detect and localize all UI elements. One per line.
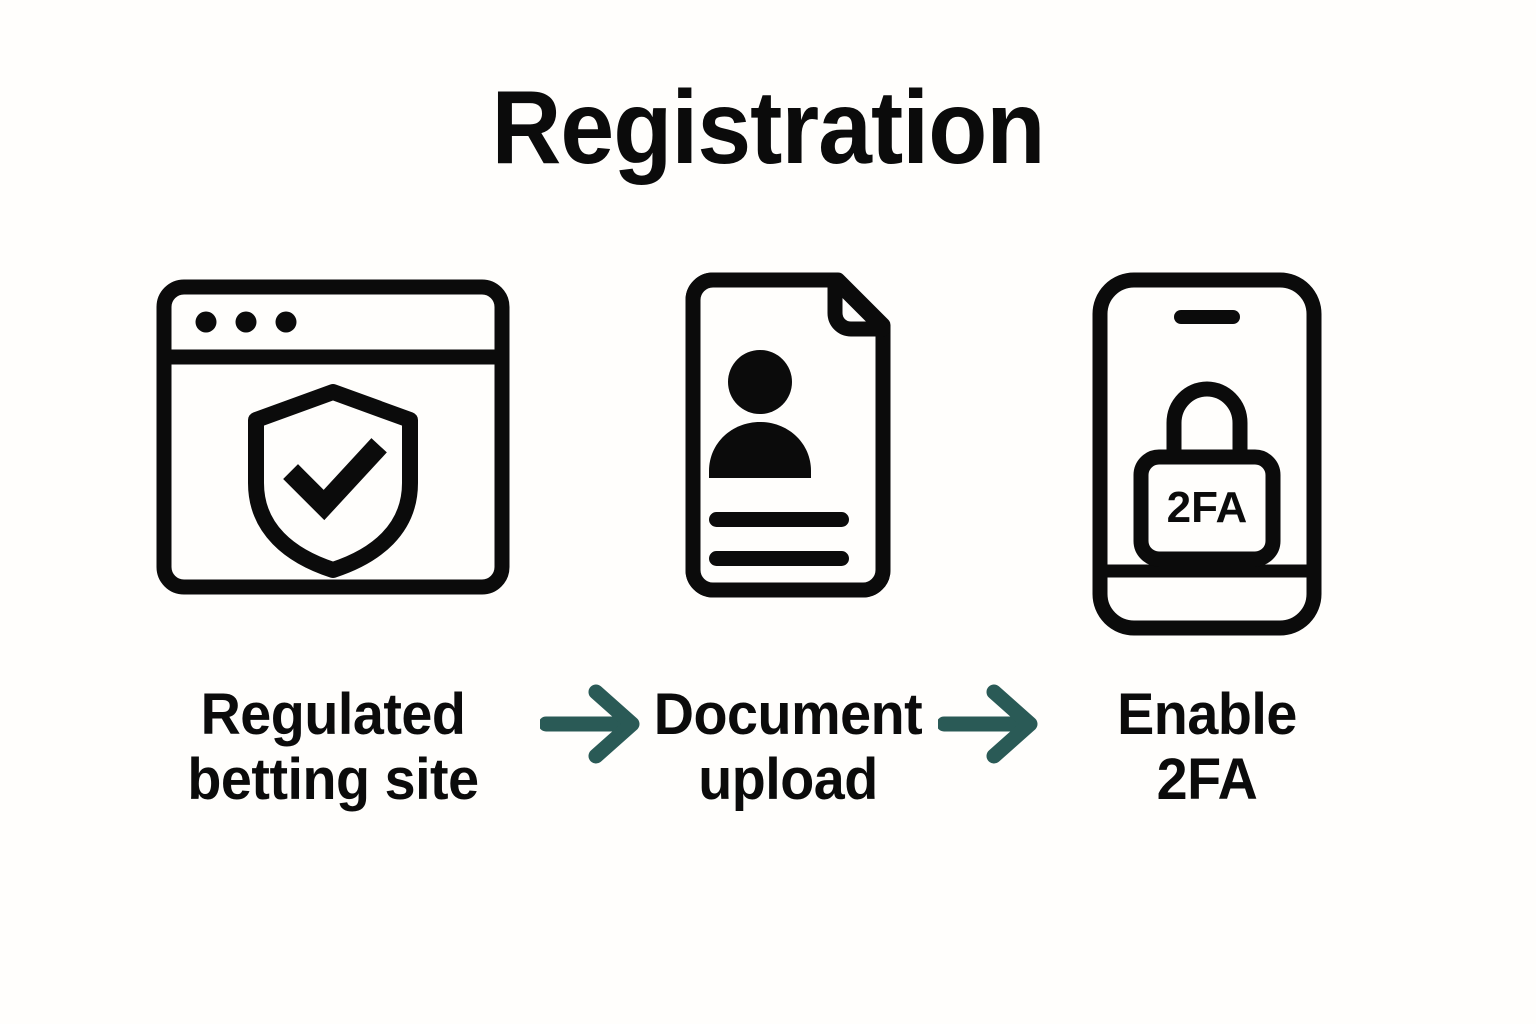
flow-step-label-line1: Regulated xyxy=(200,682,466,747)
flow-step-label-line2: upload xyxy=(698,746,878,812)
flow-step-enable-2fa[interactable]: 2FA Enable 2FA xyxy=(1022,265,1392,865)
flow-step-label: Enable 2FA xyxy=(1029,682,1384,813)
flow-step-document-upload[interactable]: Document upload xyxy=(603,265,973,865)
padlock-2fa-label: 2FA xyxy=(1167,483,1248,532)
flow-step-regulated-betting-site[interactable]: Regulated betting site xyxy=(148,265,518,865)
flow-step-label-line2: betting site xyxy=(187,746,479,812)
browser-window-shield-check-icon xyxy=(148,265,518,640)
arrow-right-icon xyxy=(936,682,1043,767)
flow-step-label-line1: Enable xyxy=(1117,682,1297,747)
flow-step-label-line1: Document xyxy=(653,682,923,747)
flow-step-label: Regulated betting site xyxy=(155,682,510,813)
flow-step-label-line2: 2FA xyxy=(1156,746,1258,812)
document-person-upload-icon xyxy=(603,265,973,640)
flow-step-label: Document upload xyxy=(610,682,965,813)
smartphone-padlock-2fa-icon: 2FA xyxy=(1022,265,1392,640)
arrow-right-icon xyxy=(538,682,645,767)
page-title: Registration xyxy=(491,70,1045,186)
registration-flow: Regulated betting site xyxy=(0,265,1536,865)
